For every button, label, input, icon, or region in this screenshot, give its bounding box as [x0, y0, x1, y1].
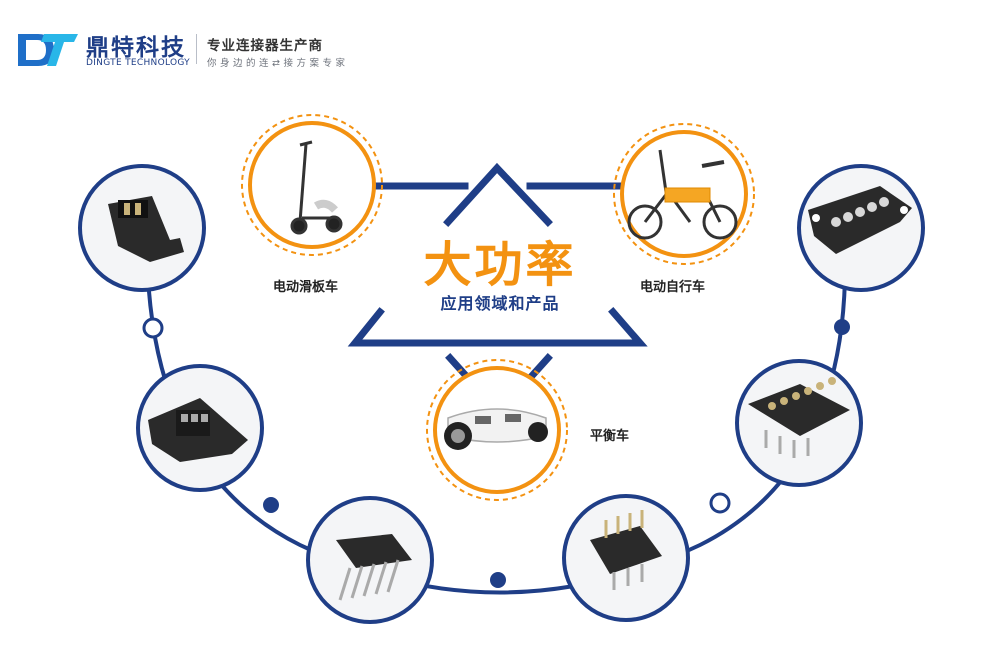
connector-plug-icon — [108, 196, 184, 262]
center-subtitle: 应用领域和产品 — [440, 294, 560, 313]
bicycle-icon — [627, 149, 738, 240]
product-connector-socket — [136, 364, 264, 492]
connector-socket-icon — [148, 398, 248, 462]
application-ebike — [613, 123, 755, 265]
arc-dot — [490, 572, 506, 588]
pogo-pin-connector-icon — [748, 377, 850, 458]
application-scooter — [241, 114, 383, 256]
brand-logo: 鼎特科技 DINGTE TECHNOLOGY — [14, 28, 204, 72]
label-ebike: 电动自行车 — [640, 280, 706, 295]
product-pogo-pin-strip — [797, 164, 925, 292]
arc-dot — [834, 319, 850, 335]
center-title: 大功率 — [423, 237, 577, 293]
arc-dot — [263, 497, 279, 513]
application-hoverboard — [426, 359, 568, 501]
arc-dot-hollow — [709, 492, 731, 514]
dt-logo-icon — [18, 34, 78, 66]
hoverboard-icon — [444, 408, 548, 450]
brand-name-en: DINGTE TECHNOLOGY — [86, 58, 190, 68]
label-hoverboard: 平衡车 — [590, 429, 630, 444]
pin-connector-icon — [590, 510, 662, 590]
product-pin-header — [306, 496, 434, 624]
header-divider — [196, 34, 197, 64]
pogo-pin-strip-icon — [808, 186, 912, 254]
product-connector-plug — [78, 164, 206, 292]
product-pogo-pin-connector — [735, 359, 863, 487]
tagline: 专业连接器生产商 — [207, 38, 323, 54]
product-pin-connector — [562, 494, 690, 622]
subline: 你身边的连⇄接方案专家 — [207, 58, 349, 69]
scooter-icon — [290, 140, 343, 235]
pin-header-icon — [336, 534, 412, 601]
label-scooter: 电动滑板车 — [273, 280, 339, 295]
brand-name-cn: 鼎特科技 — [86, 35, 186, 61]
arc-dot-hollow — [142, 317, 164, 339]
